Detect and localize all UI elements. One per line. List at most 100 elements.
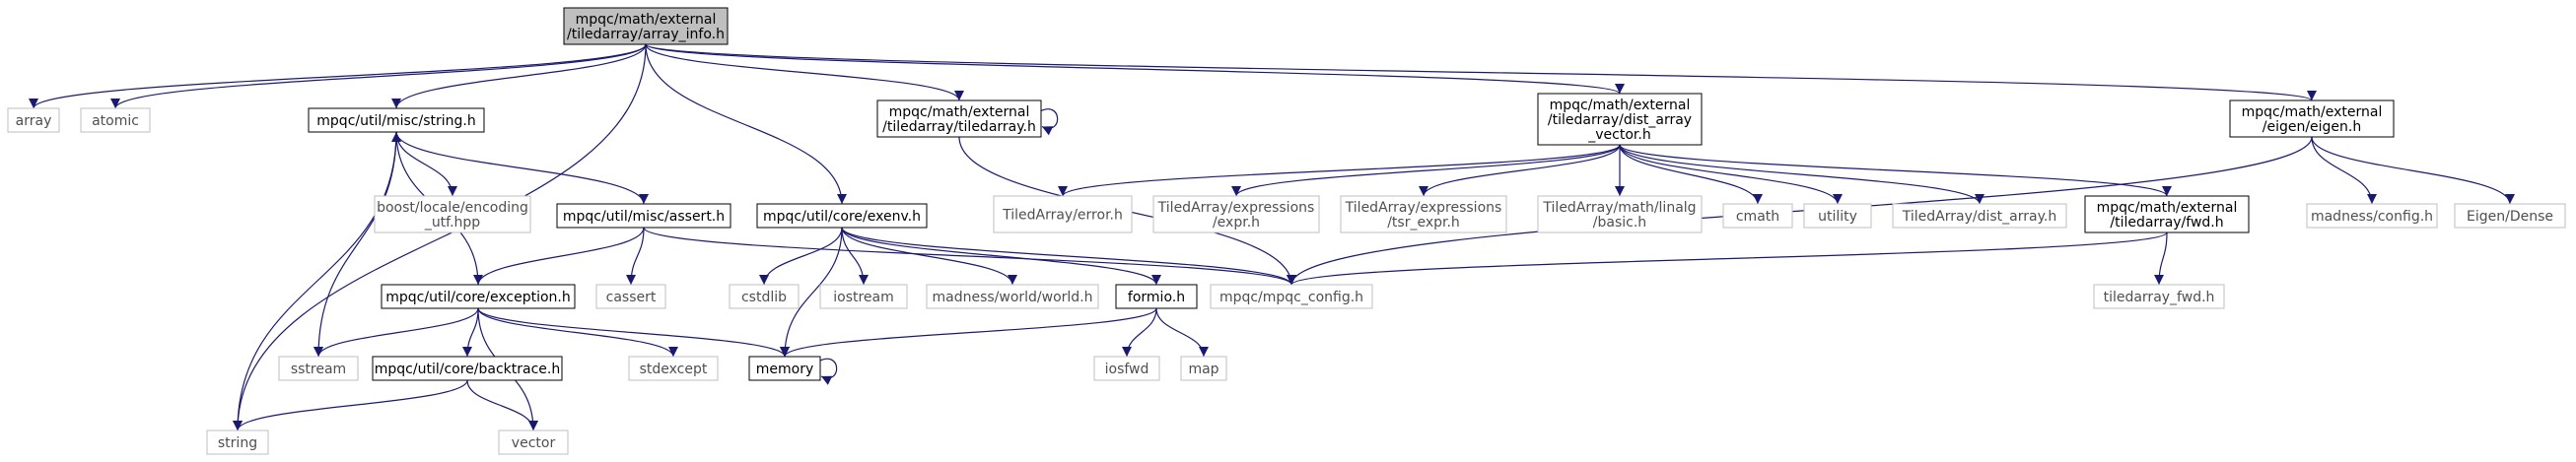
edge-formio_h-to-memory (780, 307, 1157, 358)
node-label: Eigen/Dense (2467, 209, 2553, 225)
node-map: map (1180, 356, 1227, 381)
node-formio-h[interactable]: formio.h (1115, 284, 1198, 309)
node-array: array (7, 107, 60, 133)
node-label: vector (512, 435, 556, 451)
node-label: madness/config.h (2311, 209, 2433, 225)
node-box (876, 99, 1042, 138)
edge-formio_h-to-map (1155, 307, 1209, 358)
edge-exception_h-to-memory (477, 307, 790, 358)
node-label: /tiledarray/tiledarray.h (882, 119, 1036, 135)
node-label: /basic.h (1593, 215, 1646, 231)
edge-backtrace_h-to-string (233, 379, 468, 431)
edge-string_h-to-assert_h (395, 131, 649, 205)
edge-array_info-to-exenv_h (645, 43, 847, 205)
edge-array_info-to-string_h (391, 43, 647, 109)
node-label: TiledArray/math/linalg (1542, 200, 1696, 216)
node-box (2084, 195, 2250, 233)
node-exenv-h[interactable]: mpqc/util/core/exenv.h (756, 203, 928, 229)
node-exception-h[interactable]: mpqc/util/core/exception.h (381, 284, 576, 309)
edge-dist_array_vector-to-ta_dist_array (1619, 144, 1984, 205)
edge-eigen_h-to-eigen_dense (2311, 136, 2515, 205)
node-utility: utility (1803, 203, 1872, 229)
node-label: mpqc/math/external (2242, 104, 2383, 120)
edge-fwd_h-to-mpqc_config (1287, 231, 2168, 286)
node-backtrace-h[interactable]: mpqc/util/core/backtrace.h (372, 356, 563, 381)
node-box (628, 356, 719, 381)
node-label: atomic (92, 113, 139, 129)
node-label: /tiledarray/dist_array (1548, 112, 1692, 128)
node-box (206, 429, 269, 455)
edge-dist_array_vector-to-utility (1619, 144, 1843, 205)
node-string-h[interactable]: mpqc/util/misc/string.h (308, 107, 485, 133)
node-array-info[interactable]: mpqc/math/external/tiledarray/array_info… (563, 7, 729, 45)
edge-assert_h-to-cassert (626, 227, 645, 286)
node-label: mpqc/util/misc/assert.h (563, 209, 725, 225)
node-label: madness/world/world.h (932, 290, 1092, 305)
node-ta-expr: TiledArray/expressions/expr.h (1152, 195, 1320, 233)
node-label: array (16, 113, 52, 129)
node-fwd-h[interactable]: mpqc/math/external/tiledarray/fwd.h (2084, 195, 2250, 233)
node-tiledarray-h[interactable]: mpqc/math/external/tiledarray/tiledarray… (876, 99, 1042, 138)
node-dist-array-vector[interactable]: mpqc/math/external/tiledarray/dist_array… (1537, 93, 1703, 146)
node-box (595, 284, 666, 309)
node-box (278, 356, 359, 381)
node-ta-linalg: TiledArray/math/linalg/basic.h (1537, 195, 1703, 233)
edge-assert_h-to-mpqc_config (643, 227, 1296, 286)
node-ta-dist-array: TiledArray/dist_array.h (1892, 203, 2067, 229)
edge-tiledarray_h-to-tiledarray_h (1040, 108, 1059, 136)
node-box (819, 284, 908, 309)
node-box (1340, 195, 1507, 233)
edge-exenv_h-to-madness_world (841, 227, 1017, 286)
node-box (563, 7, 729, 45)
edge-memory-to-memory (819, 358, 838, 385)
node-eigen-h[interactable]: mpqc/math/external/eigen/eigen.h (2229, 99, 2395, 138)
nodes-layer: mpqc/math/external/tiledarray/array_info… (7, 7, 2566, 455)
node-label: /tiledarray/array_info.h (567, 27, 725, 42)
node-box (2229, 99, 2395, 138)
node-box (993, 195, 1133, 233)
node-label: utility (1818, 209, 1857, 225)
node-label: stdexcept (640, 362, 708, 377)
edge-array_info-to-dist_array_vector (645, 43, 1625, 95)
edge-exception_h-to-sstream (313, 307, 479, 358)
edge-exenv_h-to-cstdlib (759, 227, 843, 286)
node-label: iostream (833, 290, 894, 305)
edge-array_info-to-array (29, 43, 647, 109)
node-box (374, 195, 531, 233)
node-label: mpqc/util/core/backtrace.h (375, 362, 560, 377)
node-cmath: cmath (1722, 203, 1793, 229)
node-box (556, 203, 731, 229)
node-label: TiledArray/expressions (1157, 200, 1315, 216)
node-box (1537, 93, 1703, 146)
node-label: /expr.h (1213, 215, 1260, 231)
edge-array_info-to-atomic (110, 43, 647, 109)
node-box (498, 429, 569, 455)
node-box (1180, 356, 1227, 381)
node-label: mpqc/math/external (889, 104, 1030, 120)
edge-array_info-to-tiledarray_h (645, 43, 964, 101)
edge-dist_array_vector-to-ta_tsr_expr (1419, 144, 1621, 197)
node-atomic: atomic (80, 107, 151, 133)
node-label: sstream (291, 362, 346, 377)
node-label: iosfwd (1105, 362, 1149, 377)
edge-formio_h-to-iosfwd (1122, 307, 1157, 358)
node-box (7, 107, 60, 133)
node-madness-config: madness/config.h (2306, 203, 2438, 229)
node-memory[interactable]: memory (748, 356, 821, 381)
node-iosfwd: iosfwd (1093, 356, 1160, 381)
node-label: mpqc/util/core/exception.h (385, 290, 570, 305)
node-assert-h[interactable]: mpqc/util/misc/assert.h (556, 203, 731, 229)
edge-dist_array_vector-to-cmath (1619, 144, 1763, 205)
node-box (1152, 195, 1320, 233)
node-eigen-dense: Eigen/Dense (2454, 203, 2566, 229)
node-box (2454, 203, 2566, 229)
node-boost-locale: boost/locale/encoding_utf.hpp (374, 195, 531, 233)
node-string: string (206, 429, 269, 455)
edge-string_h-to-boost_locale (395, 131, 457, 197)
node-box (1892, 203, 2067, 229)
edge-string_h-to-sstream (313, 131, 397, 358)
edge-exenv_h-to-mpqc_config (841, 227, 1296, 286)
edge-eigen_h-to-mpqc_config (1287, 136, 2313, 286)
node-madness-world: madness/world/world.h (926, 284, 1099, 309)
